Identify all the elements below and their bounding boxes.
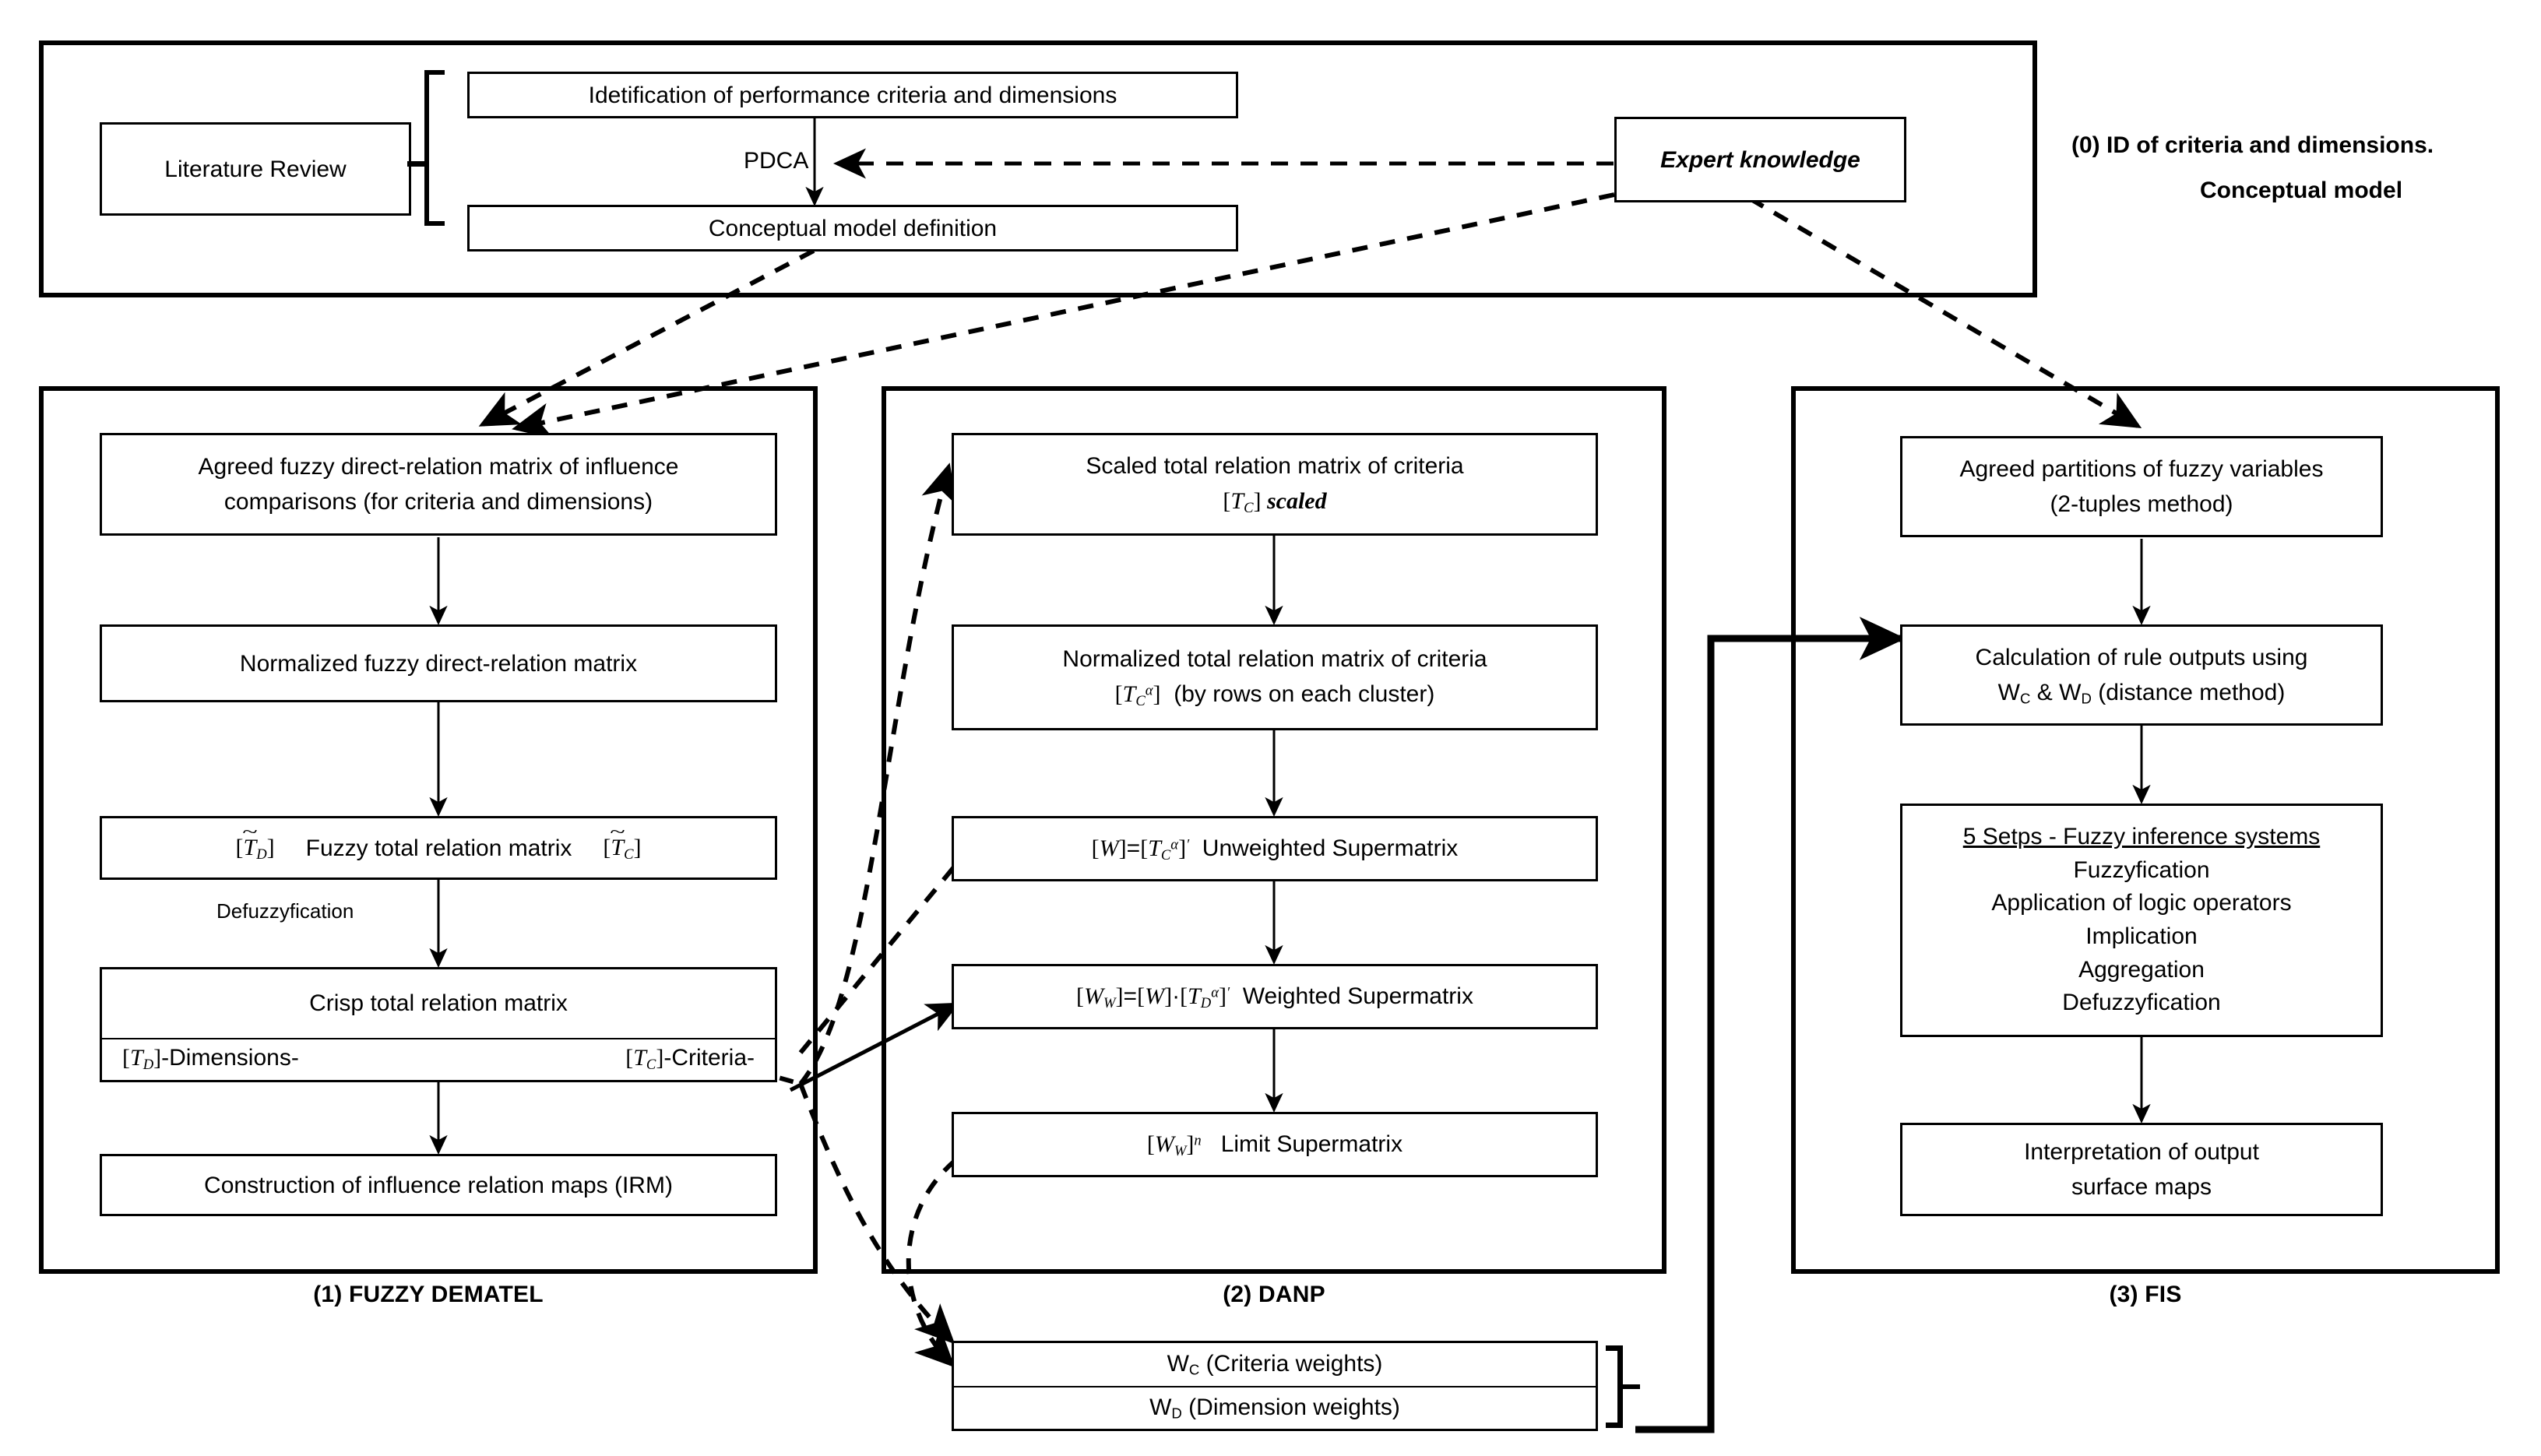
normalized2-line-1: Normalized total relation matrix of crit… — [1062, 646, 1487, 673]
agreed-fuzzy-matrix-box[interactable]: Agreed fuzzy direct-relation matrix of i… — [100, 433, 777, 536]
fis-step-2: Application of logic operators — [1991, 890, 2292, 916]
weights-box[interactable]: WC (Criteria weights) WD (Dimension weig… — [952, 1341, 1598, 1431]
limit-supermatrix-box[interactable]: [WW]n Limit Supermatrix — [952, 1112, 1598, 1177]
crisp-total-top: Crisp total relation matrix — [102, 969, 775, 1038]
stage1-label: (1) FUZZY DEMATEL — [313, 1282, 544, 1307]
stage0-caption-line2: Conceptual model — [2200, 178, 2403, 203]
agreed-line-2: comparisons (for criteria and dimensions… — [223, 489, 653, 515]
fis-step-3: Implication — [2085, 923, 2198, 949]
fis-step-1: Fuzzyfication — [2073, 856, 2210, 883]
fis-step-5: Defuzzyfication — [2062, 990, 2221, 1016]
normalized-label: Normalized fuzzy direct-relation matrix — [239, 650, 638, 677]
identification-box[interactable]: Idetification of performance criteria an… — [467, 72, 1238, 118]
unweighted-label: [W]=[TCα]′ Unweighted Supermatrix — [1091, 835, 1459, 864]
scaled-line-1: Scaled total relation matrix of criteria — [1086, 453, 1464, 480]
conceptual-model-label: Conceptual model definition — [708, 215, 998, 241]
scaled-total-relation-box[interactable]: Scaled total relation matrix of criteria… — [952, 433, 1598, 536]
conceptual-model-box[interactable]: Conceptual model definition — [467, 205, 1238, 251]
stage1-panel — [39, 386, 818, 1274]
defuzzyfication-edge-label: Defuzzyfication — [216, 899, 354, 923]
interpretation-output-box[interactable]: Interpretation of output surface maps — [1900, 1123, 2383, 1216]
normalized-fuzzy-matrix-box[interactable]: Normalized fuzzy direct-relation matrix — [100, 624, 777, 702]
expert-knowledge-box[interactable]: Expert knowledge — [1614, 117, 1906, 202]
normalized-total-relation-box[interactable]: Normalized total relation matrix of crit… — [952, 624, 1598, 730]
interpretation-line-2: surface maps — [2071, 1174, 2212, 1200]
weights-criteria-label: WC (Criteria weights) — [1167, 1350, 1383, 1378]
fuzzy-total-text: Fuzzy total relation matrix — [305, 835, 572, 861]
identification-label: Idetification of performance criteria an… — [588, 82, 1117, 108]
fuzzy-total-symbol-c: [TC] — [603, 830, 641, 866]
calc-line-2: WC & WD (distance method) — [1997, 680, 2286, 707]
weights-dimension-row[interactable]: WD (Dimension weights) — [954, 1386, 1596, 1429]
stage0-caption-line1: (0) ID of criteria and dimensions. — [2071, 132, 2434, 158]
interpretation-line-1: Interpretation of output — [2024, 1139, 2259, 1165]
pdca-label: PDCA — [744, 148, 809, 174]
stage3-panel — [1791, 386, 2500, 1274]
expert-knowledge-label: Expert knowledge — [1660, 146, 1860, 173]
partitions-line-1: Agreed partitions of fuzzy variables — [1959, 456, 2324, 482]
scaled-line-2: [TC] scaled — [1223, 488, 1327, 517]
dashed-conceptual-to-agreed — [478, 248, 815, 427]
irm-box[interactable]: Construction of influence relation maps … — [100, 1154, 777, 1216]
weights-feed-to-calc — [1635, 617, 1906, 1433]
fuzzy-total-relation-box[interactable]: [TD] Fuzzy total relation matrix [TC] — [100, 816, 777, 880]
weighted-supermatrix-box[interactable]: [WW]=[W]·[TDα]′ Weighted Supermatrix — [952, 964, 1598, 1029]
agreed-partitions-box[interactable]: Agreed partitions of fuzzy variables (2-… — [1900, 436, 2383, 537]
crisp-criteria-symbol: [TC]-Criteria- — [625, 1045, 755, 1074]
weighted-label: [WW]=[W]·[TDα]′ Weighted Supermatrix — [1076, 983, 1473, 1012]
weights-bracket-stem — [1621, 1384, 1640, 1389]
crisp-total-label: Crisp total relation matrix — [309, 990, 568, 1017]
stage3-label: (3) FIS — [2109, 1282, 2182, 1307]
limit-label: [WW]n Limit Supermatrix — [1146, 1131, 1403, 1160]
fuzzy-total-row: [TD] Fuzzy total relation matrix [TC] — [236, 830, 642, 866]
unweighted-supermatrix-box[interactable]: [W]=[TCα]′ Unweighted Supermatrix — [952, 816, 1598, 881]
irm-label: Construction of influence relation maps … — [204, 1172, 673, 1198]
stage0-panel — [39, 40, 2037, 297]
crisp-total-bottom: [TD]-Dimensions- [TC]-Criteria- — [102, 1039, 775, 1080]
fis-step-4: Aggregation — [2078, 956, 2205, 983]
crisp-total-divider — [102, 1038, 775, 1040]
crisp-total-relation-box[interactable]: Crisp total relation matrix [TD]-Dimensi… — [100, 967, 777, 1082]
dashed-to-scaled-box-2 — [798, 462, 957, 1085]
stage0-bracket-stem — [407, 161, 426, 167]
stage2-panel — [882, 386, 1666, 1274]
dashed-hub-to-scaled-total — [798, 863, 959, 1054]
stage2-label: (2) DANP — [1223, 1282, 1325, 1307]
agreed-line-1: Agreed fuzzy direct-relation matrix of i… — [198, 454, 679, 480]
calc-line-1: Calculation of rule outputs using — [1975, 645, 2308, 670]
fuzzy-total-symbol-d: [TD] — [236, 830, 275, 866]
literature-review-label: Literature Review — [164, 156, 347, 182]
arrow-to-weighted-supermatrix — [789, 1002, 960, 1092]
fis-steps-box[interactable]: 5 Setps - Fuzzy inference systems Fuzzyf… — [1900, 804, 2383, 1037]
weights-bracket — [1606, 1345, 1623, 1428]
crisp-dimensions-symbol: [TD]-Dimensions- — [122, 1045, 299, 1074]
weights-criteria-row[interactable]: WC (Criteria weights) — [954, 1343, 1596, 1386]
dashed-limit-to-weights — [906, 1158, 957, 1368]
calculation-rule-outputs-box[interactable]: Calculation of rule outputs using WC & W… — [1900, 624, 2383, 726]
literature-review-box[interactable]: Literature Review — [100, 122, 411, 216]
weights-dimension-label: WD (Dimension weights) — [1149, 1394, 1400, 1422]
fis-steps-title: 5 Setps - Fuzzy inference systems — [1962, 824, 2321, 850]
partitions-line-2: (2-tuples method) — [2050, 491, 2233, 517]
normalized2-line-2: [TCα] (by rows on each cluster) — [1114, 681, 1435, 710]
stage0-bracket — [424, 70, 445, 226]
